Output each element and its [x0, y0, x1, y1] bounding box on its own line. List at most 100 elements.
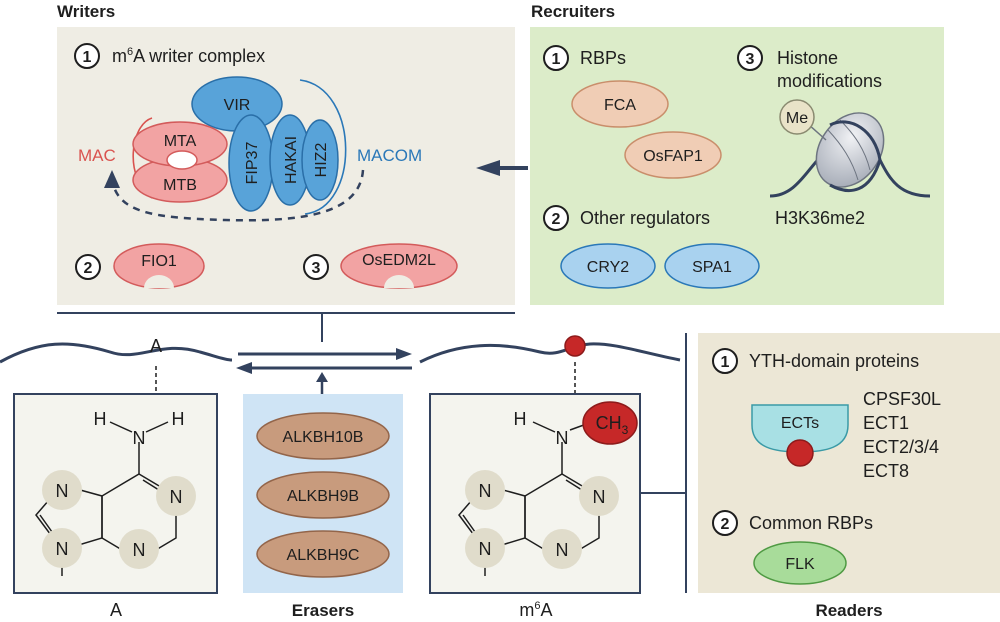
readers-panel [698, 333, 1000, 593]
fip37-protein: FIP37 [228, 114, 274, 212]
readers-heading: Readers [815, 601, 882, 620]
a-ring-n3: N [133, 540, 146, 560]
svg-text:1: 1 [721, 354, 730, 371]
other-regulators-label: Other regulators [580, 208, 710, 228]
adenosine-caption: A [110, 600, 122, 620]
a-h-right: H [172, 409, 185, 429]
recruit-arrow-head [476, 160, 500, 176]
forward-arrow-head [396, 348, 412, 360]
adenosine-structure [35, 421, 196, 576]
m6a-ring-n3: N [556, 540, 569, 560]
svg-text:FCA: FCA [604, 97, 636, 114]
m6a-structure [458, 401, 638, 576]
cry2-protein: CRY2 [560, 243, 656, 289]
ect-list-item-4: ECT8 [863, 461, 909, 481]
writer-complex-title: m6A writer complex [112, 46, 265, 66]
eraser-alkbh10b: ALKBH10B [256, 412, 390, 460]
svg-text:1: 1 [552, 51, 561, 68]
svg-text:VIR: VIR [224, 97, 251, 114]
mac-label: MAC [78, 146, 116, 165]
flk-protein: FLK [753, 541, 847, 585]
svg-text:1: 1 [83, 49, 92, 66]
a-ring-n7: N [56, 481, 69, 501]
svg-text:HAKAI: HAKAI [283, 136, 300, 184]
svg-text:FIO1: FIO1 [141, 253, 177, 270]
mta-protein: MTA [132, 121, 228, 167]
osedm2l-protein: OsEDM2L [340, 243, 458, 289]
svg-text:2: 2 [84, 260, 93, 277]
svg-text:MTA: MTA [164, 133, 197, 150]
svg-text:3: 3 [746, 51, 755, 68]
other-regulators-number: 2 [543, 205, 569, 231]
svg-text:2: 2 [721, 516, 730, 533]
rbps-number: 1 [543, 45, 569, 71]
recruiters-heading: Recruiters [531, 2, 615, 21]
svg-text:ALKBH10B: ALKBH10B [283, 429, 364, 446]
svg-text:ALKBH9C: ALKBH9C [287, 547, 360, 564]
histone-label-line2: modifications [777, 71, 882, 91]
writer-dashed-path [110, 169, 365, 222]
yth-number: 1 [712, 348, 738, 374]
svg-text:SPA1: SPA1 [692, 259, 732, 276]
eraser-alkbh9c: ALKBH9C [256, 530, 390, 578]
eraser-alkbh9b: ALKBH9B [256, 471, 390, 519]
a-h-left: H [94, 409, 107, 429]
mac-center-hole [166, 150, 198, 170]
common-rbps-number: 2 [712, 510, 738, 536]
svg-text:Me: Me [786, 110, 808, 127]
reverse-arrow-head [236, 362, 252, 374]
svg-text:OsFAP1: OsFAP1 [643, 148, 703, 165]
m6a-h-left: H [514, 409, 527, 429]
writer-dashed-arrowhead [104, 170, 120, 188]
m6a-n-amine: N [556, 428, 569, 448]
svg-text:CRY2: CRY2 [587, 259, 629, 276]
macom-bracket [299, 79, 347, 215]
ect-list-item-3: ECT2/3/4 [863, 437, 939, 457]
fca-protein: FCA [571, 80, 669, 128]
h3k36me2-label: H3K36me2 [775, 208, 865, 228]
spa1-protein: SPA1 [664, 243, 760, 289]
writer-complex-number: 1 [74, 43, 100, 69]
eraser-arrow-head [316, 372, 328, 382]
writers-heading: Writers [57, 2, 115, 21]
vir-protein: VIR [191, 76, 283, 132]
ect-list-item-2: ECT1 [863, 413, 909, 433]
histone-label-line1: Histone [777, 48, 838, 68]
erasers-heading: Erasers [292, 601, 354, 620]
a-ring-n1: N [170, 487, 183, 507]
svg-text:FIP37: FIP37 [244, 142, 261, 185]
svg-text:3: 3 [312, 260, 321, 277]
svg-text:HIZ2: HIZ2 [313, 143, 330, 178]
rna-strand-a [0, 342, 233, 364]
ects-protein: ECTs [751, 404, 849, 467]
a-n-amine: N [133, 428, 146, 448]
rna-strand-m6a [419, 342, 681, 364]
svg-text:MTB: MTB [163, 177, 197, 194]
fio1-protein: FIO1 [113, 243, 205, 289]
svg-text:2: 2 [552, 211, 561, 228]
common-rbps-label: Common RBPs [749, 513, 873, 533]
fio1-number: 2 [75, 254, 101, 280]
m6a-ring-n9: N [479, 539, 492, 559]
svg-text:FLK: FLK [785, 556, 815, 573]
rbps-label: RBPs [580, 48, 626, 68]
m6a-ring-n1: N [593, 487, 606, 507]
m6a-caption: m6A [519, 600, 552, 620]
yth-label: YTH-domain proteins [749, 351, 919, 371]
macom-label: MACOM [357, 146, 422, 165]
osedm2l-number: 3 [303, 254, 329, 280]
ect-list-item-1: CPSF30L [863, 389, 941, 409]
hiz2-protein: HIZ2 [301, 119, 339, 201]
svg-text:OsEDM2L: OsEDM2L [362, 252, 436, 269]
m6a-ring-n7: N [479, 481, 492, 501]
histone-number: 3 [737, 45, 763, 71]
nucleosome-icon [769, 112, 931, 198]
svg-text:ECTs: ECTs [781, 415, 819, 432]
svg-text:ALKBH9B: ALKBH9B [287, 488, 359, 505]
hakai-protein: HAKAI [269, 114, 311, 206]
a-ring-n9: N [56, 539, 69, 559]
rna-a-mark: A [150, 336, 162, 356]
osfap1-protein: OsFAP1 [624, 131, 722, 179]
me-mark: Me [779, 99, 815, 135]
